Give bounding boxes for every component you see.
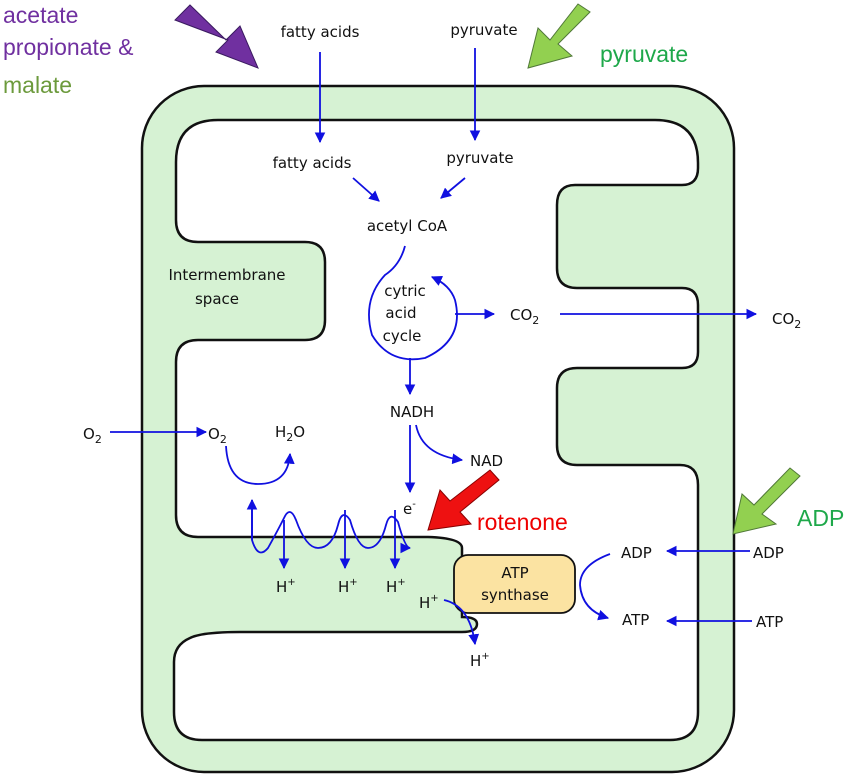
o2-outside-label: O2 xyxy=(83,425,102,446)
propionate-label: propionate & xyxy=(3,34,133,60)
red-rotenone-arrow xyxy=(427,469,500,531)
co2-outer-label: CO2 xyxy=(772,310,801,331)
adp-outer-label: ADP xyxy=(753,544,784,562)
adp-callout-label: ADP xyxy=(797,505,844,531)
intermembrane-label-line1: Intermembrane xyxy=(168,266,285,284)
pyruvate-outside-label: pyruvate xyxy=(450,21,517,39)
atp-synthase-label-line2: synthase xyxy=(481,586,549,604)
intermembrane-label-line2: space xyxy=(195,290,239,308)
adp-inner-label: ADP xyxy=(621,544,652,562)
rotenone-label: rotenone xyxy=(477,509,568,535)
acetate-label: acetate xyxy=(3,2,78,28)
proton-label-4: H+ xyxy=(419,593,439,612)
pyruvate-callout-label: pyruvate xyxy=(600,41,688,67)
proton-label-3: H+ xyxy=(386,577,406,596)
o2-inside-label: O2 xyxy=(208,425,227,446)
nad-label: NAD xyxy=(470,452,503,470)
atp-synthase-label-line1: ATP xyxy=(501,564,528,582)
cycle-label-line2: acid xyxy=(385,304,416,322)
cycle-label-line1: cytric xyxy=(384,282,426,300)
pyruvate-inside-label: pyruvate xyxy=(446,149,513,167)
nadh-label: NADH xyxy=(390,403,434,421)
proton-label-1: H+ xyxy=(276,577,296,596)
electron-label: e- xyxy=(403,499,416,518)
purple-callout-arrow xyxy=(174,4,259,69)
malate-label: malate xyxy=(3,72,72,98)
fatty-acids-inside-label: fatty acids xyxy=(273,154,352,172)
atp-synthase-box xyxy=(453,554,576,614)
h2o-label: H2O xyxy=(275,423,305,444)
cycle-label-line3: cycle xyxy=(383,327,422,345)
green-pyruvate-arrow xyxy=(527,3,591,69)
atp-inner-label: ATP xyxy=(622,611,649,629)
green-adp-arrow xyxy=(732,467,801,535)
co2-inner-label: CO2 xyxy=(510,306,539,327)
acetyl-coa-label: acetyl CoA xyxy=(367,217,448,235)
fatty-acids-outside-label: fatty acids xyxy=(281,23,360,41)
atp-outer-label: ATP xyxy=(756,613,783,631)
proton-label-5: H+ xyxy=(470,651,490,670)
proton-label-2: H+ xyxy=(338,577,358,596)
pathway-arrows xyxy=(110,48,758,646)
